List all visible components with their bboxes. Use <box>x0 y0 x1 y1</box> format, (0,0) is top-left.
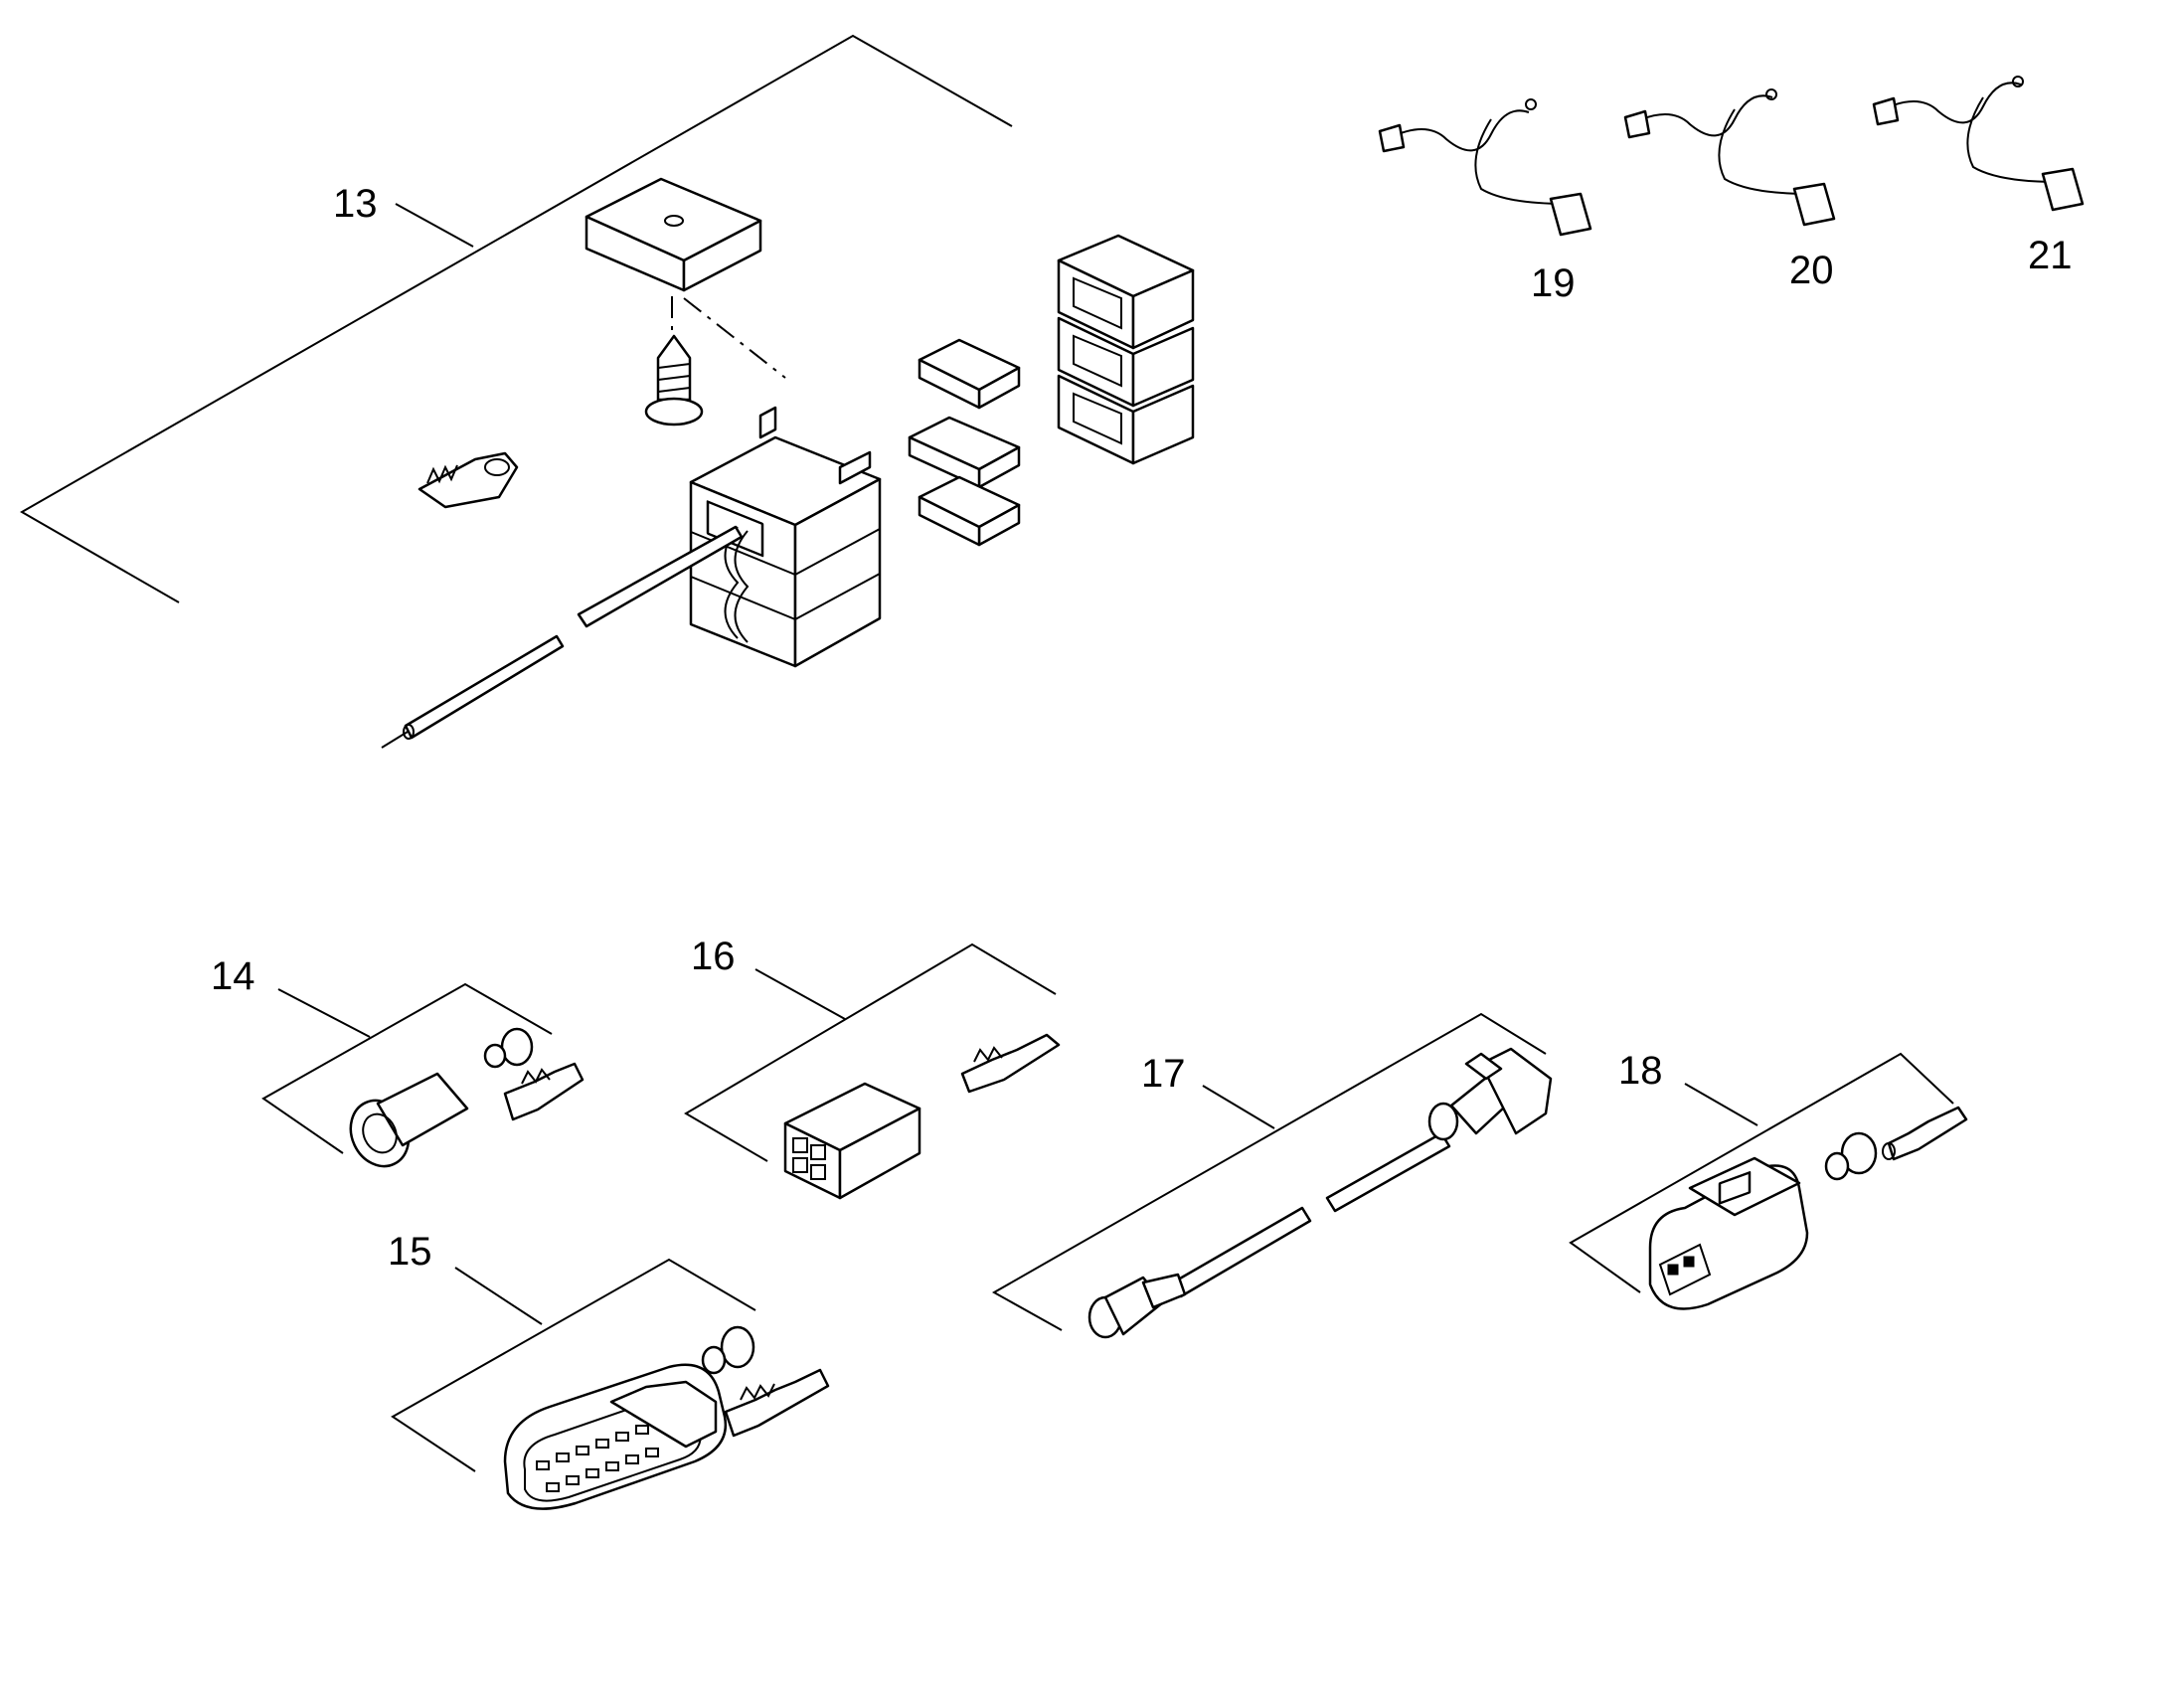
callout-19: 19 <box>1531 261 1576 305</box>
plug-17-right <box>1427 1047 1553 1141</box>
terminal-15 <box>724 1368 830 1438</box>
callout-16: 16 <box>691 935 736 978</box>
plug-17-left <box>1087 1273 1187 1339</box>
connector-16 <box>783 1082 921 1200</box>
callout-13: 13 <box>333 182 378 226</box>
bracket-13 <box>19 34 1013 603</box>
connector-15 <box>503 1363 728 1510</box>
connector-18 <box>1648 1156 1809 1310</box>
part-group-20: 20 <box>1623 88 1836 292</box>
part-group-13: 13 <box>19 34 1195 749</box>
screw <box>644 334 704 427</box>
part-group-19: 19 <box>1378 98 1592 305</box>
callout-14: 14 <box>211 954 255 998</box>
part-group-16: 16 <box>684 935 1061 1200</box>
callout-20: 20 <box>1789 249 1834 292</box>
housing-stack <box>689 406 882 668</box>
part-group-21: 21 <box>1872 76 2085 277</box>
seal-15 <box>701 1325 755 1375</box>
callout-17: 17 <box>1141 1052 1186 1096</box>
sleeves <box>1057 234 1195 465</box>
part-group-14: 14 <box>211 954 585 1168</box>
callout-18: 18 <box>1618 1049 1663 1093</box>
terminal-13 <box>418 451 519 509</box>
terminal-14 <box>503 1062 585 1121</box>
clips <box>908 338 1021 547</box>
seal-18 <box>1824 1131 1878 1181</box>
wire-17 <box>1171 1131 1451 1298</box>
terminal-16 <box>960 1033 1061 1094</box>
part-group-18: 18 <box>1569 1049 1968 1310</box>
callout-21: 21 <box>2028 234 2073 277</box>
cover-cap <box>585 177 762 292</box>
seal-14 <box>483 1027 534 1069</box>
part-group-17: 17 <box>991 1012 1553 1339</box>
terminal-18 <box>1882 1106 1968 1161</box>
callout-15: 15 <box>388 1230 432 1274</box>
connector-14 <box>349 1072 469 1168</box>
part-group-15: 15 <box>388 1230 830 1510</box>
wire-13 <box>381 525 744 749</box>
